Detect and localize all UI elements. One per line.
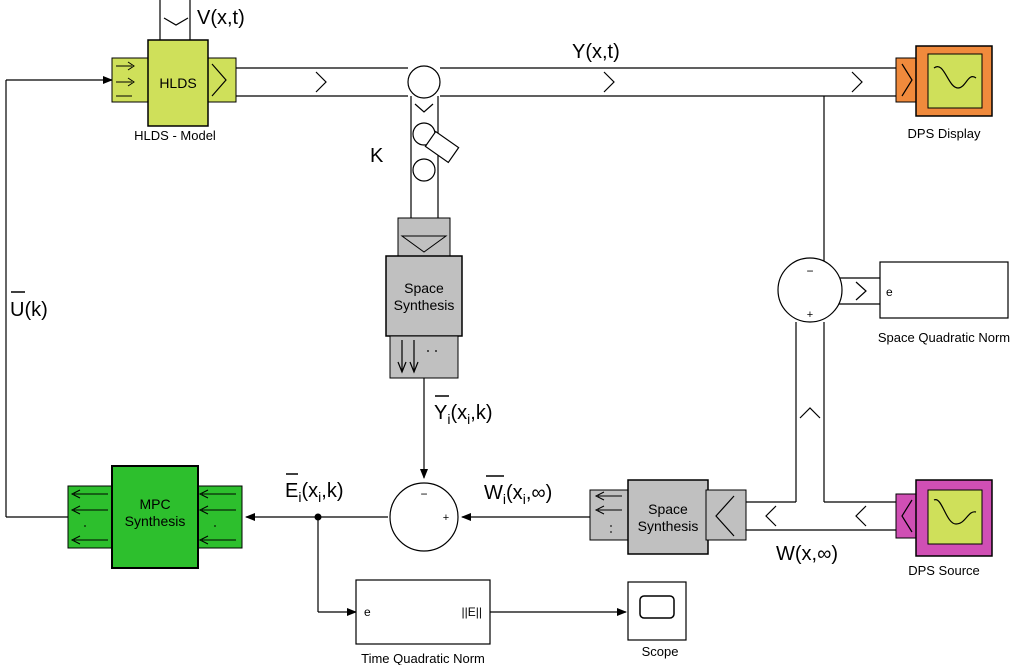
space-synthesis-top-line1: Space [404, 280, 444, 296]
hlds-block[interactable]: HLDS HLDS - Model [111, 39, 237, 143]
time-norm-port-in: e [364, 605, 371, 619]
chevron-up [799, 407, 821, 419]
svg-text:Wi(xi,∞): Wi(xi,∞) [484, 482, 552, 507]
chevron-w1 [855, 505, 867, 527]
error-sum[interactable]: − + [389, 482, 459, 552]
label-w: W(x,∞) [776, 543, 838, 565]
space-sum-plus: + [807, 309, 813, 321]
space-synthesis-top-block[interactable]: Space Synthesis [385, 217, 463, 379]
label-yi: Yi(xi,k) [434, 395, 492, 427]
label-ei: Ei(xi,k) [285, 473, 343, 505]
space-synthesis-bottom-line2: Synthesis [638, 518, 699, 534]
k-junction-low [412, 158, 436, 182]
wire-v-input [159, 0, 191, 40]
dps-display-caption: DPS Display [908, 126, 981, 141]
svg-text:Ei(xi,k): Ei(xi,k) [285, 480, 343, 505]
svg-text:Yi(xi,k): Yi(xi,k) [434, 402, 492, 427]
error-sum-plus: + [443, 512, 449, 524]
chevron-y1 [315, 71, 327, 93]
chevron-y3 [851, 71, 863, 93]
space-synthesis-bottom-block[interactable]: Space Synthesis [589, 479, 747, 555]
scope-block[interactable]: Scope [627, 581, 687, 659]
wire-v-arrow [163, 17, 189, 26]
wires [5, 0, 896, 616]
space-sum-minus: − [806, 264, 813, 278]
chevron-w2 [765, 505, 777, 527]
label-y: Y(x,t) [572, 41, 620, 63]
scope-caption: Scope [642, 644, 679, 659]
space-norm-port: e [886, 285, 893, 299]
time-norm-port-out: ||E|| [462, 605, 482, 619]
bus-chevrons [315, 71, 867, 527]
svg-text:U(k): U(k) [10, 299, 48, 321]
k-gain[interactable] [407, 65, 460, 182]
error-sum-minus: − [420, 487, 427, 501]
mpc-line1: MPC [139, 496, 170, 512]
dps-display-block[interactable]: DPS Display [895, 45, 993, 141]
mpc-line2: Synthesis [125, 513, 186, 529]
hlds-label: HLDS [159, 75, 196, 91]
space-synthesis-top-line2: Synthesis [394, 297, 455, 313]
label-v: V(x,t) [197, 7, 245, 29]
scope-screen-icon [639, 595, 675, 619]
chevron-y2 [603, 71, 615, 93]
time-norm-caption: Time Quadratic Norm [361, 651, 485, 665]
display-wave-icon [933, 65, 977, 89]
signal-labels: V(x,t) Y(x,t) K U(k) Yi(xi,k) Ei(xi,k) W… [10, 7, 838, 565]
time-norm-block[interactable]: e ||E|| Time Quadratic Norm [355, 579, 491, 665]
source-wave-icon [933, 499, 977, 525]
k-junction-top [407, 65, 441, 99]
k-gain-box [424, 130, 460, 164]
space-synthesis-bottom-line1: Space [648, 501, 688, 517]
label-k: K [370, 145, 384, 167]
label-wi: Wi(xi,∞) [484, 475, 552, 507]
label-u: U(k) [10, 291, 48, 321]
branch-junction-dot [314, 513, 322, 521]
hlds-caption: HLDS - Model [134, 128, 216, 143]
mpc-block[interactable]: MPC Synthesis [67, 465, 243, 569]
dps-source-block[interactable]: DPS Source [895, 479, 993, 578]
space-norm-block[interactable]: e Space Quadratic Norm [878, 261, 1010, 345]
space-sum[interactable]: − + [777, 257, 843, 323]
chevron-k [414, 103, 434, 113]
space-norm-caption: Space Quadratic Norm [878, 330, 1010, 345]
dps-source-caption: DPS Source [908, 563, 980, 578]
chevron-norm [855, 281, 867, 301]
